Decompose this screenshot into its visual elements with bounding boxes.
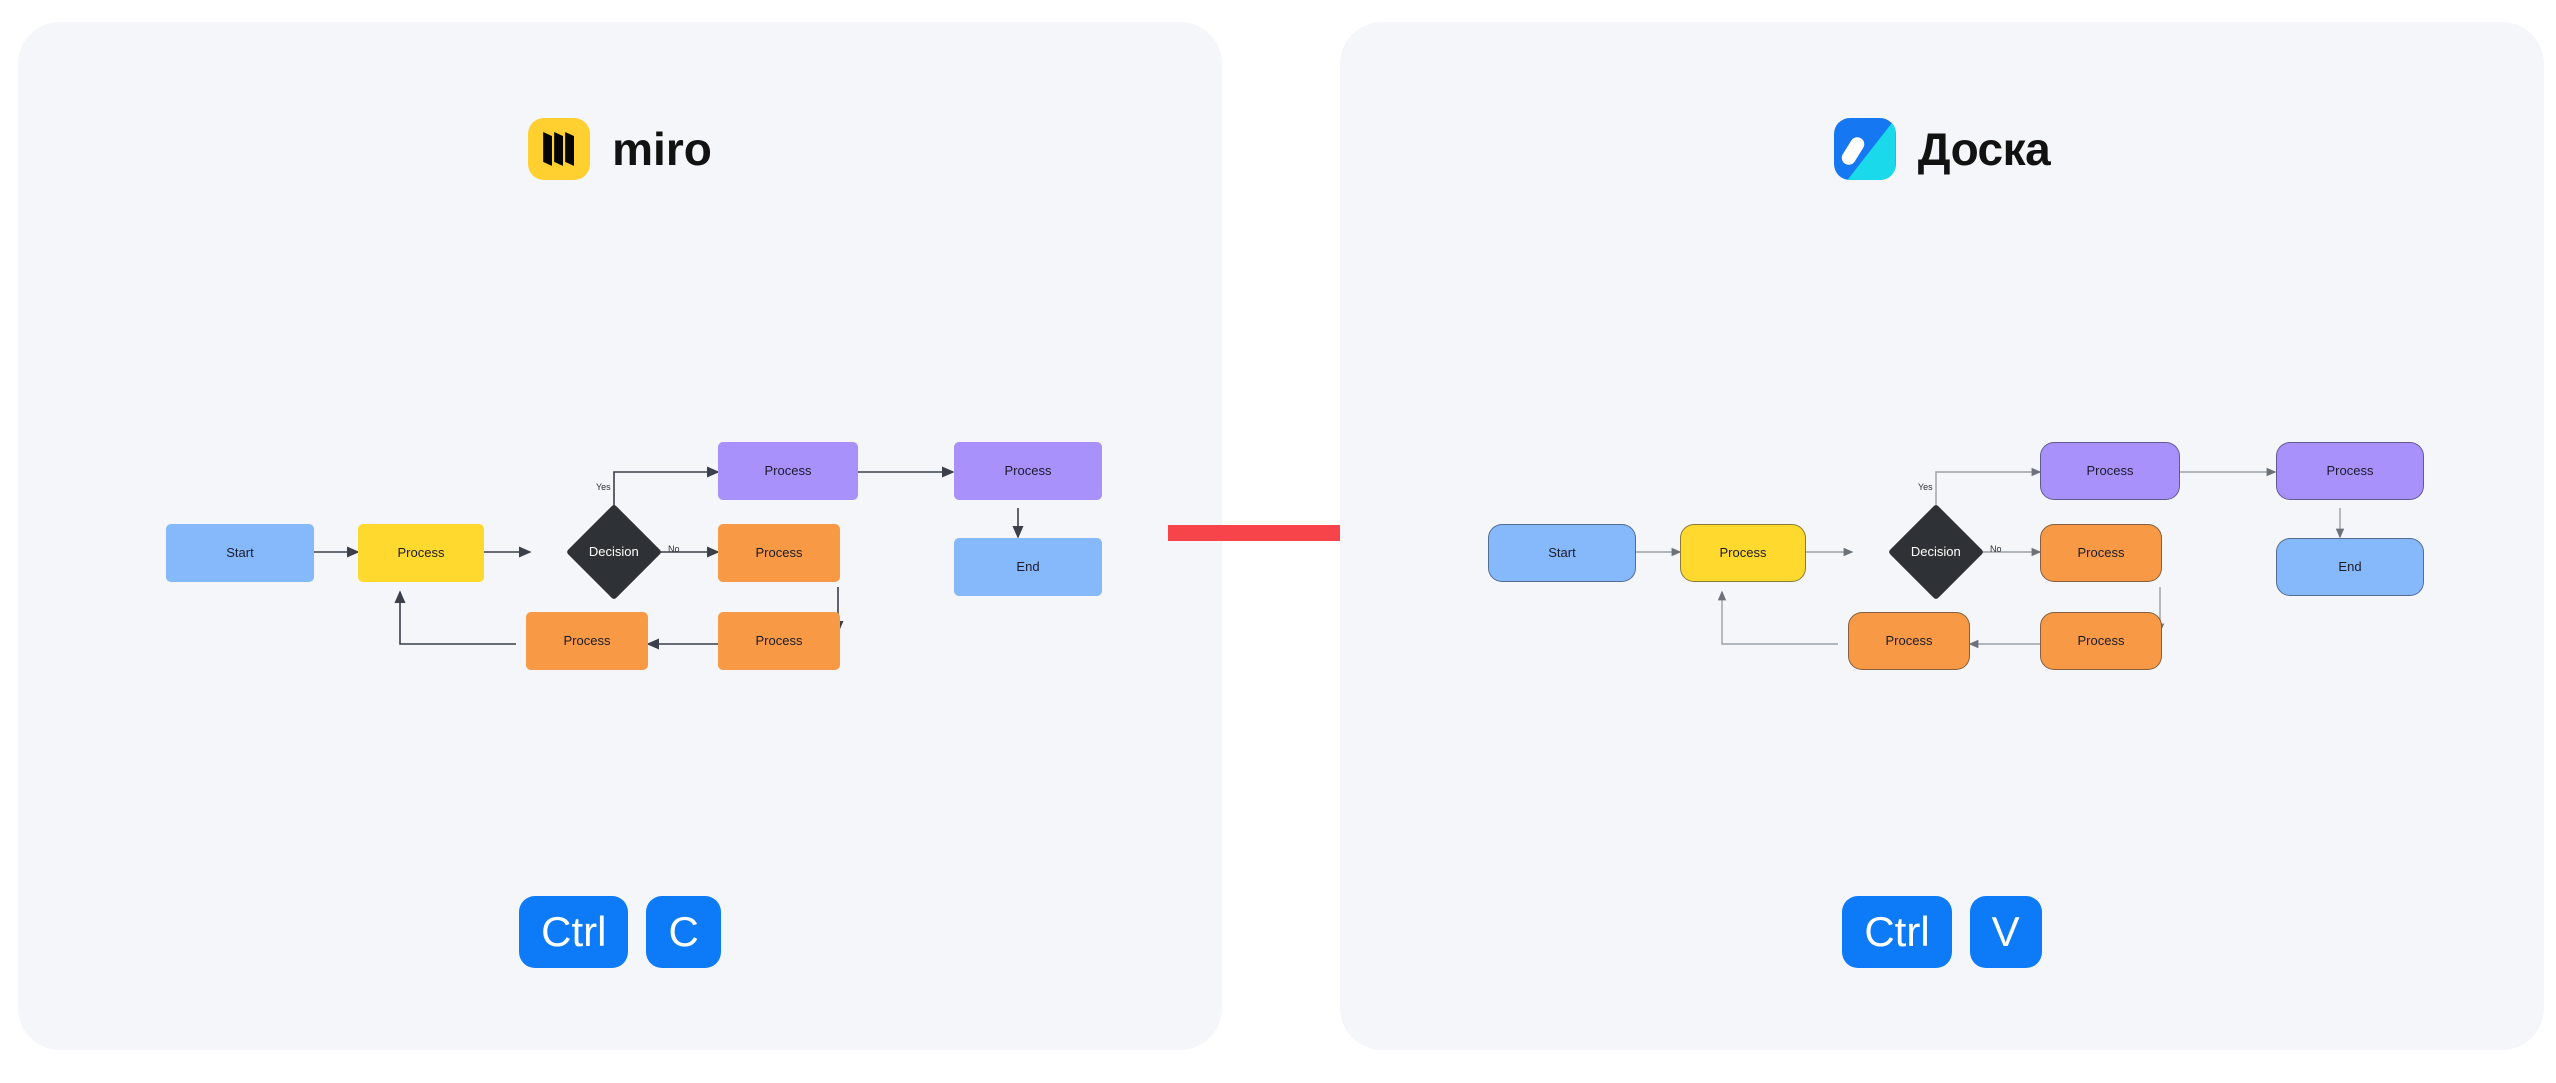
miro-shortcut-keys: Ctrl C	[18, 896, 1222, 968]
node-label: Process	[2326, 462, 2374, 478]
node-process-no-2[interactable]: Process	[2040, 612, 2162, 670]
node-process-yes-2[interactable]: Process	[2276, 442, 2424, 500]
node-end[interactable]: End	[954, 538, 1102, 596]
node-process-1[interactable]: Process	[1680, 524, 1806, 582]
miro-flowchart: Start Process Decision Process Process E…	[18, 322, 1222, 670]
miro-chevron-1	[543, 132, 553, 166]
node-process-no-1[interactable]: Process	[718, 524, 840, 582]
edge-label-no: No	[668, 544, 680, 554]
node-process-yes-1[interactable]: Process	[718, 442, 858, 500]
miro-chevron-3	[565, 132, 575, 166]
node-label: Process	[563, 632, 611, 648]
doska-cyan-shape	[1847, 118, 1896, 180]
doska-logo-icon	[1833, 118, 1896, 180]
node-label: Process	[2077, 632, 2125, 648]
doska-brand-name: Доска	[1917, 123, 2051, 175]
doska-shortcut-keys: Ctrl V	[1340, 896, 2544, 968]
node-process-no-1[interactable]: Process	[2040, 524, 2162, 582]
key-ctrl[interactable]: Ctrl	[519, 896, 629, 968]
node-label: End	[2338, 558, 2362, 574]
node-label: End	[1016, 558, 1040, 574]
node-process-no-3[interactable]: Process	[1848, 612, 1970, 670]
node-label: Process	[1004, 462, 1052, 478]
doska-brand-header: Доска	[1340, 118, 2544, 180]
node-label: Process	[2086, 462, 2134, 478]
node-start[interactable]: Start	[1488, 524, 1636, 582]
node-label: Process	[397, 544, 445, 560]
node-start[interactable]: Start	[166, 524, 314, 582]
node-label: Process	[755, 632, 803, 648]
doska-panel: Доска Start Process	[1340, 22, 2544, 1050]
node-process-no-3[interactable]: Process	[526, 612, 648, 670]
miro-brand-name: miro	[612, 123, 712, 175]
node-label: Start	[1548, 544, 1576, 560]
node-label: Decision	[1911, 543, 1961, 559]
miro-logo-icon	[528, 118, 591, 180]
node-label: Decision	[589, 543, 639, 559]
node-label: Process	[1885, 632, 1933, 648]
node-end[interactable]: End	[2276, 538, 2424, 596]
edge-label-yes: Yes	[596, 482, 611, 492]
node-label: Process	[1719, 544, 1767, 560]
doska-flowchart: Start Process Decision Process Process E…	[1340, 322, 2544, 670]
red-right-arrow-icon	[1168, 509, 1418, 557]
node-label: Process	[764, 462, 812, 478]
miro-chevron-2	[554, 132, 564, 166]
edge-label-yes: Yes	[1918, 482, 1933, 492]
doska-flowchart-connectors	[1636, 467, 2345, 649]
node-label: Process	[755, 544, 803, 560]
node-process-yes-1[interactable]: Process	[2040, 442, 2180, 500]
key-c[interactable]: C	[646, 896, 721, 968]
key-v[interactable]: V	[1969, 896, 2042, 968]
miro-panel: miro Start Process	[18, 22, 1222, 1050]
key-ctrl[interactable]: Ctrl	[1842, 896, 1952, 968]
node-label: Process	[2077, 544, 2125, 560]
node-label: Start	[226, 544, 254, 560]
node-process-yes-2[interactable]: Process	[954, 442, 1102, 500]
miro-brand-header: miro	[18, 118, 1222, 180]
edge-label-no: No	[1990, 544, 2002, 554]
node-process-no-2[interactable]: Process	[718, 612, 840, 670]
node-process-1[interactable]: Process	[358, 524, 484, 582]
